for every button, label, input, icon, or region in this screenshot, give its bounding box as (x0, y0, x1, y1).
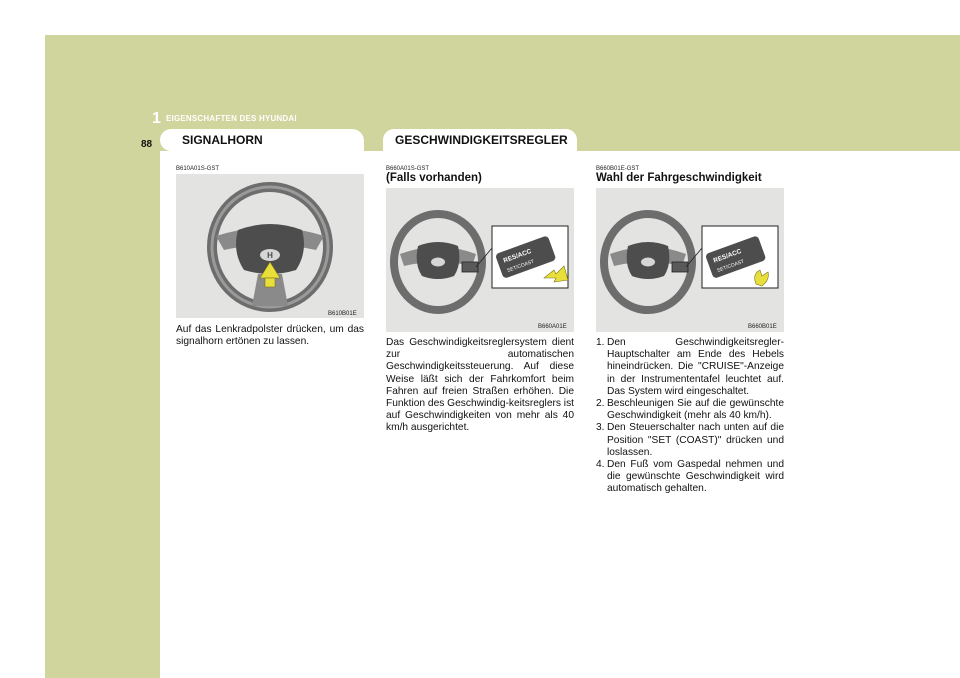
steering-wheel-figure: H (176, 174, 364, 318)
list-item: 4.Den Fuß vom Gaspedal nehmen und die ge… (596, 459, 784, 495)
page-number: 88 (141, 139, 153, 150)
steering-wheel-icon: H (207, 182, 333, 312)
section-code: B660B01E-GST (596, 166, 640, 172)
list-item: 2.Beschleunigen Sie auf die gewünschte G… (596, 398, 784, 422)
list-item: 3.Den Steuerschalter nach unten auf die … (596, 422, 784, 458)
steering-wheel-lever-icon: RES/ACC SET/COAST (600, 210, 779, 314)
instruction-list: 1.Den Geschwindigkeitsregler-Hauptschalt… (596, 337, 784, 496)
section-code: B610A01S-GST (176, 166, 220, 172)
chapter-title: EIGENSCHAFTEN DES HYUNDAI (166, 114, 297, 123)
figure-code: B610B01E (328, 311, 357, 317)
body-text: Auf das Lenkradpolster drücken, um das s… (176, 324, 364, 348)
section-tab-geschwindigkeitsregler: GESCHWINDIGKEITSREGLER (383, 129, 577, 151)
figure-code: B660B01E (748, 324, 777, 330)
section-code: B660A01S-GST (386, 166, 430, 172)
list-item: 1.Den Geschwindigkeitsregler-Hauptschalt… (596, 337, 784, 397)
cruise-control-set-figure: RES/ACC SET/COAST (596, 188, 784, 332)
body-text: Das Geschwindigkeitsreglersystem dient z… (386, 337, 574, 434)
section-tab-signalhorn: SIGNALHORN (160, 129, 364, 151)
section-heading: Wahl der Fahrgeschwindigkeit (596, 172, 762, 184)
svg-text:H: H (267, 251, 273, 260)
cruise-control-figure: RES/ACC SET/COAST (386, 188, 574, 332)
section-heading: (Falls vorhanden) (386, 172, 482, 184)
steering-wheel-lever-icon: RES/ACC SET/COAST (390, 210, 569, 314)
figure-code: B660A01E (538, 324, 567, 330)
chapter-number: 1 (152, 110, 161, 127)
